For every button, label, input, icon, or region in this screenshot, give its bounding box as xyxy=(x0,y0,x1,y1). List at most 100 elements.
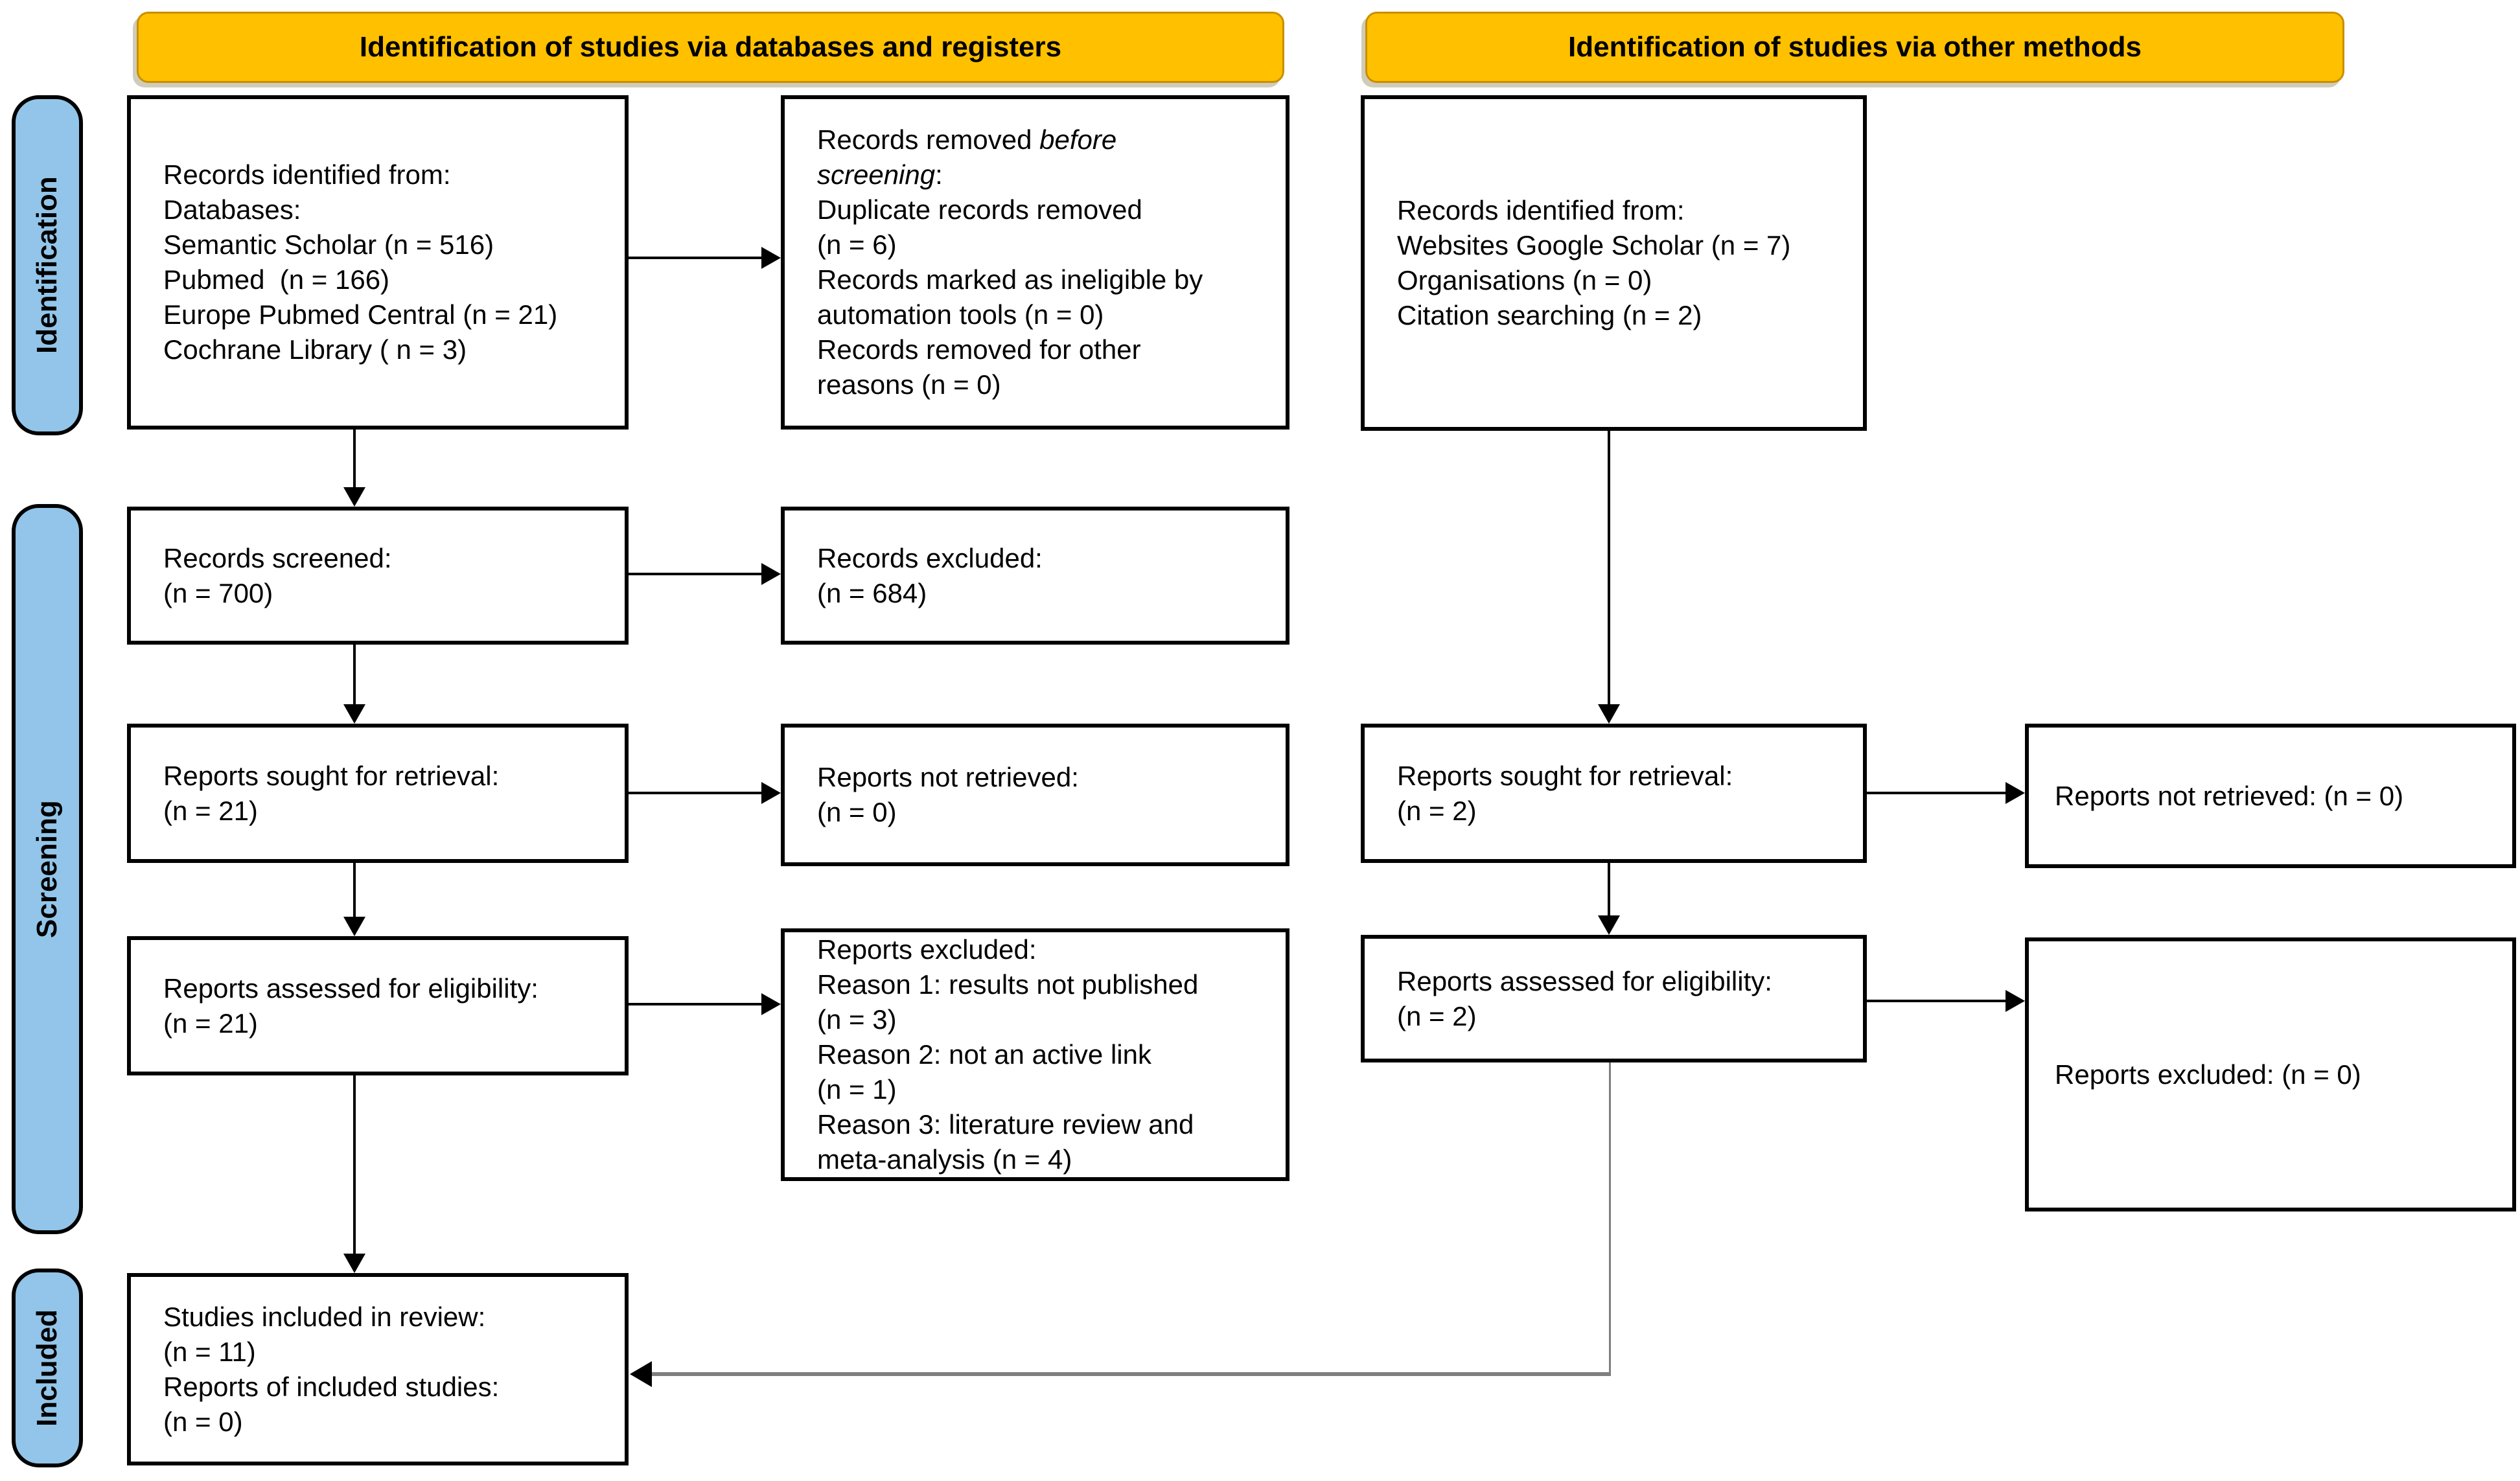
text-segment-italic: before xyxy=(1039,124,1117,155)
connector-line xyxy=(1867,1000,2006,1002)
text-line: (n = 1) xyxy=(817,1074,897,1105)
text-line: Records identified from: xyxy=(1397,195,1685,225)
text-line: (n = 700) xyxy=(163,577,273,608)
box-reports-not-retrieved-databases: Reports not retrieved: (n = 0) xyxy=(781,724,1289,866)
box-reports-assessed-other: Reports assessed for eligibility: (n = 2… xyxy=(1361,935,1867,1062)
text-line: (n = 6) xyxy=(817,229,897,260)
text-segment: : xyxy=(935,159,943,190)
text-line: screening: xyxy=(817,157,1267,192)
box-records-excluded: Records excluded: (n = 684) xyxy=(781,507,1289,645)
text-line: (n = 2) xyxy=(1397,795,1477,826)
text-segment: Records removed xyxy=(817,124,1040,155)
box-records-removed-before-screening: Records removed before screening: Duplic… xyxy=(781,95,1289,430)
connector-line xyxy=(1608,431,1610,707)
arrow-down-icon xyxy=(1598,704,1620,724)
text-line: Records screened: xyxy=(163,542,392,573)
sidebar-identification: Identification xyxy=(12,95,83,435)
arrow-right-icon xyxy=(761,563,781,585)
text-line: Reports sought for retrieval: xyxy=(1397,760,1733,791)
banner-databases-label: Identification of studies via databases … xyxy=(359,31,1062,63)
connector-line xyxy=(1867,792,2006,794)
text-line: Cochrane Library ( n = 3) xyxy=(163,334,467,365)
text-line: Europe Pubmed Central (n = 21) xyxy=(163,299,558,330)
sidebar-identification-label: Identification xyxy=(31,176,63,354)
arrow-right-icon xyxy=(761,993,781,1015)
sidebar-screening: Screening xyxy=(12,504,83,1234)
text-line: (n = 0) xyxy=(817,797,897,827)
arrow-right-icon xyxy=(2006,782,2025,804)
connector-line xyxy=(629,573,761,575)
text-line: meta-analysis (n = 4) xyxy=(817,1144,1072,1175)
arrow-down-icon xyxy=(1598,915,1620,935)
box-studies-included: Studies included in review: (n = 11) Rep… xyxy=(127,1273,629,1465)
text-line: Reason 3: literature review and xyxy=(817,1109,1194,1140)
text-line: Reports excluded: xyxy=(817,934,1037,965)
arrow-down-icon xyxy=(343,704,365,724)
connector-line xyxy=(629,1003,761,1005)
box-reports-not-retrieved-other: Reports not retrieved: (n = 0) xyxy=(2025,724,2516,868)
sidebar-included: Included xyxy=(12,1269,83,1467)
arrow-down-icon xyxy=(343,917,365,936)
text-line: Pubmed (n = 166) xyxy=(163,264,390,295)
banner-databases-registers: Identification of studies via databases … xyxy=(137,12,1284,83)
text-line: Reports sought for retrieval: xyxy=(163,760,500,791)
text-line: Reports not retrieved: (n = 0) xyxy=(2055,780,2404,811)
text-line: (n = 21) xyxy=(163,795,258,826)
text-line: Records removed before xyxy=(817,122,1267,157)
text-line: (n = 21) xyxy=(163,1007,258,1039)
text-line: (n = 684) xyxy=(817,577,927,608)
text-line: Records identified from: xyxy=(163,159,451,190)
box-reports-assessed-databases: Reports assessed for eligibility: (n = 2… xyxy=(127,936,629,1075)
banner-other-methods: Identification of studies via other meth… xyxy=(1365,12,2344,83)
text-line: Databases: xyxy=(163,194,301,225)
sidebar-screening-label: Screening xyxy=(31,800,63,938)
text-line: Citation searching (n = 2) xyxy=(1397,300,1702,330)
text-line: Reports not retrieved: xyxy=(817,762,1079,792)
text-line: Studies included in review: xyxy=(163,1301,486,1332)
text-line: (n = 2) xyxy=(1397,1000,1477,1031)
text-line: Organisations (n = 0) xyxy=(1397,265,1652,295)
box-reports-sought-other: Reports sought for retrieval: (n = 2) xyxy=(1361,724,1867,863)
text-segment-italic: screening xyxy=(817,159,936,190)
box-records-screened: Records screened: (n = 700) xyxy=(127,507,629,645)
text-line: Records removed for other xyxy=(817,334,1141,365)
sidebar-included-label: Included xyxy=(31,1309,63,1427)
arrow-left-icon xyxy=(630,1361,652,1387)
text-line: Records excluded: xyxy=(817,542,1043,573)
text-line: Reports assessed for eligibility: xyxy=(1397,965,1772,996)
connector-line xyxy=(353,1075,356,1256)
arrow-right-icon xyxy=(2006,990,2025,1012)
connector-line xyxy=(353,430,356,490)
connector-line xyxy=(353,863,356,919)
text-line: Reports excluded: (n = 0) xyxy=(2055,1059,2361,1090)
box-records-identified-other: Records identified from: Websites Google… xyxy=(1361,95,1867,431)
text-line: automation tools (n = 0) xyxy=(817,299,1104,330)
box-records-identified-databases: Records identified from: Databases: Sema… xyxy=(127,95,629,430)
text-line: (n = 3) xyxy=(817,1004,897,1035)
text-line: reasons (n = 0) xyxy=(817,369,1001,400)
text-line: Reason 2: not an active link xyxy=(817,1039,1151,1070)
connector-line xyxy=(629,792,761,794)
text-line: Reports assessed for eligibility: xyxy=(163,972,538,1004)
text-line: Semantic Scholar (n = 516) xyxy=(163,229,494,260)
text-line: (n = 0) xyxy=(163,1406,243,1437)
connector-line xyxy=(629,257,761,259)
text-line: Duplicate records removed xyxy=(817,194,1142,225)
connector-line-elbow xyxy=(648,1372,1611,1376)
arrow-down-icon xyxy=(343,1254,365,1273)
arrow-down-icon xyxy=(343,487,365,507)
text-line: Records marked as ineligible by xyxy=(817,264,1203,295)
banner-other-label: Identification of studies via other meth… xyxy=(1568,31,2142,63)
text-line: Websites Google Scholar (n = 7) xyxy=(1397,230,1791,260)
box-reports-excluded-other: Reports excluded: (n = 0) xyxy=(2025,937,2516,1211)
connector-line xyxy=(1608,863,1610,918)
arrow-right-icon xyxy=(761,247,781,269)
text-line: Reports of included studies: xyxy=(163,1371,500,1402)
arrow-right-icon xyxy=(761,782,781,804)
box-reports-sought-databases: Reports sought for retrieval: (n = 21) xyxy=(127,724,629,863)
connector-line xyxy=(353,645,356,707)
box-reports-excluded-reasons: Reports excluded: Reason 1: results not … xyxy=(781,928,1289,1181)
text-line: Reason 1: results not published xyxy=(817,969,1199,1000)
text-line: (n = 11) xyxy=(163,1336,256,1367)
